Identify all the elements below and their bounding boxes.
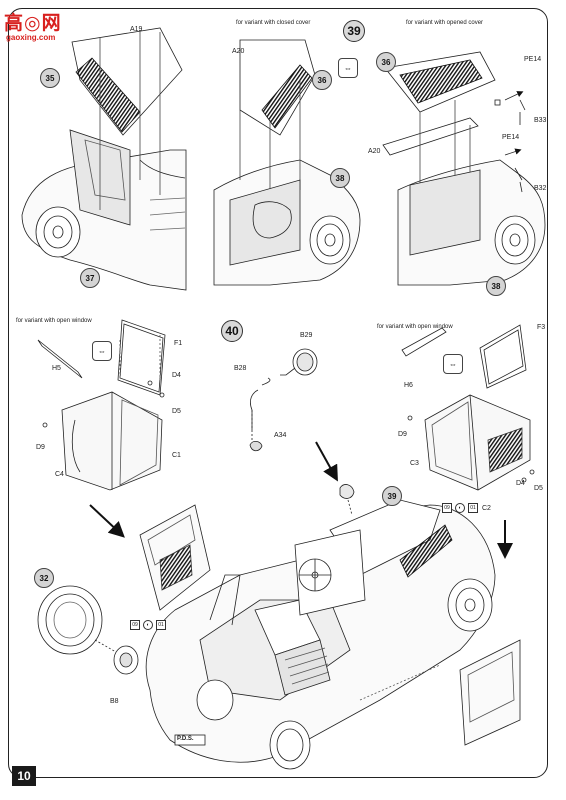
ref-badge-35: 35 [40,68,60,88]
part-label-b8: B8 [110,698,119,705]
page-border [8,8,548,778]
symmetry-icon: ⇔ [443,354,463,374]
step40-left-door-fitted [139,504,211,611]
part-label-h5: H5 [52,365,61,372]
glue-icon: ◐ [455,503,465,513]
step40-right-door-fitted [359,639,521,746]
paint-code-icon: 09 [442,503,452,513]
symmetry-icon: ⇔ [92,341,112,361]
part-label-h6: H6 [404,382,413,389]
part-label-pe14: PE14 [502,134,520,141]
caption-opened-cover: for variant with opened cover [406,20,484,26]
paint-code-icon: 01 [156,620,166,630]
ref-badge-36: 36 [376,52,396,72]
page-number: 10 [12,766,36,786]
logo-domain: gaoxing.com [6,33,56,42]
part-label-d9: D9 [398,431,407,438]
part-label-a34: A34 [274,432,287,439]
part-label-d4: D4 [516,480,525,487]
part-label-b32: B32 [534,185,547,192]
spare-wheel-assembly [37,585,139,675]
ref-badge-36: 36 [312,70,332,90]
part-label-d5: D5 [172,408,181,415]
caption-closed-cover: for variant with closed cover [236,20,311,26]
part-label-a20: A20 [232,48,245,55]
ref-badge-39: 39 [382,486,402,506]
part-label-f3: F3 [537,324,546,331]
part-label-pe14: PE14 [524,56,542,63]
part-label-c1: C1 [172,452,181,459]
step40-mirror-assembly [249,348,355,516]
part-label-f1: F1 [174,340,183,347]
paint-code-icon: 01 [468,503,478,513]
site-logo: 高◎网 gaoxing.com [4,6,70,46]
step40-right-door-assembly [401,324,535,559]
part-label-b33: B33 [534,117,547,124]
ref-badge-38: 38 [330,168,350,188]
step-number-39: 39 [343,20,365,42]
paint-code-icon: 09 [130,620,140,630]
step40-left-door-assembly [37,319,166,538]
part-label-a19: A19 [130,26,143,33]
part-label-b28: B28 [234,365,247,372]
part-label-c2: C2 [482,505,491,512]
ref-badge-37: 37 [80,268,100,288]
step39-left-car [21,27,187,291]
step39-middle-car [213,39,361,286]
part-label-a20: A20 [368,148,381,155]
symmetry-icon: ⇔ [338,58,358,78]
part-label-b29: B29 [300,332,313,339]
part-label-d5: D5 [534,485,543,492]
part-label-c3: C3 [410,460,419,467]
part-label-c4: C4 [55,471,64,478]
part-label-d9: D9 [36,444,45,451]
logo-glyphs: 高◎网 [4,12,62,34]
step-number-40: 40 [221,320,243,342]
ref-badge-32: 32 [34,568,54,588]
caption-open-window-right: for variant with open window [377,324,453,330]
step39-right-car [382,51,546,286]
ref-badge-38: 38 [486,276,506,296]
part-label-d4: D4 [172,372,181,379]
license-plate: P.D.S. [177,736,194,742]
step40-main-car [145,499,496,770]
caption-open-window-left: for variant with open window [16,318,92,324]
glue-icon: ◐ [143,620,153,630]
